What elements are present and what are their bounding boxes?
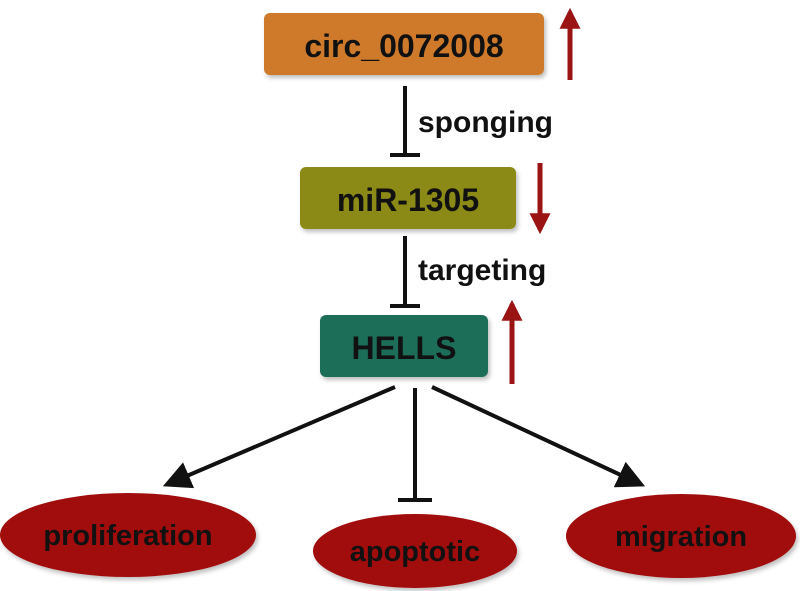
proliferation-label: proliferation: [43, 520, 212, 552]
sponging-label: sponging: [418, 106, 553, 139]
targeting-edge: targeting: [390, 236, 546, 308]
proliferation-promote-arrow: [162, 385, 396, 489]
circ-label: circ_0072008: [304, 28, 503, 64]
circ-box: [264, 13, 544, 75]
mir-label: miR-1305: [337, 182, 479, 218]
mir-box: [300, 167, 516, 229]
circ-node: circ_0072008: [264, 13, 544, 75]
apoptotic-ellipse: [313, 514, 517, 588]
hells-node: HELLS: [320, 315, 488, 377]
sponging-edge: sponging: [390, 86, 553, 157]
proliferation-ellipse: [0, 493, 256, 577]
mir-node: miR-1305: [300, 167, 516, 229]
targeting-label: targeting: [418, 254, 546, 287]
migration-promote-arrow: [431, 385, 646, 488]
migration-ellipse: [566, 494, 796, 578]
apoptotic-node: apoptotic: [313, 514, 517, 588]
proliferation-node: proliferation: [0, 493, 256, 577]
migration-node: migration: [566, 494, 796, 578]
hells-box: [320, 315, 488, 377]
migration-label: migration: [615, 521, 747, 553]
hells-label: HELLS: [352, 330, 457, 366]
apoptotic-label: apoptotic: [350, 536, 481, 568]
